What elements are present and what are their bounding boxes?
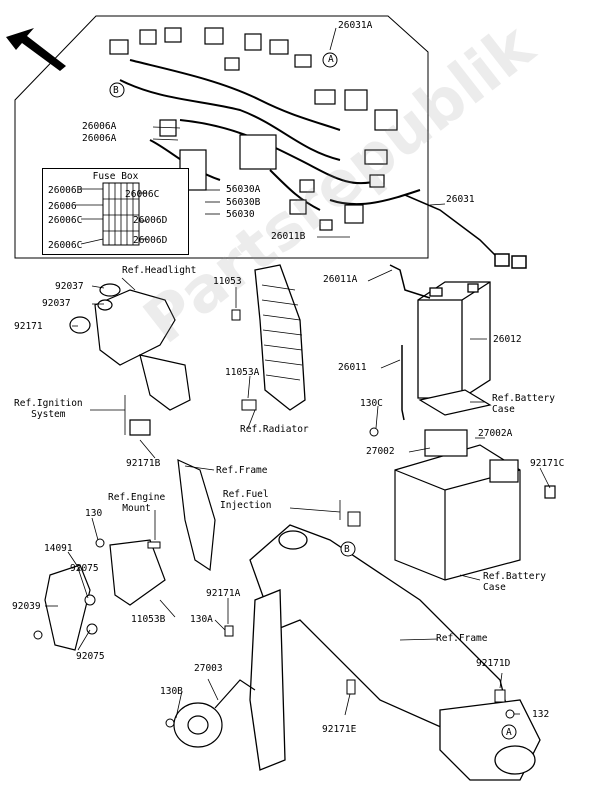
harness-connectors bbox=[109, 27, 398, 231]
ref-ignition-system: Ref.Ignition System bbox=[14, 398, 83, 420]
marker-a-top: A bbox=[328, 54, 334, 65]
label-26006A-1: 26006A bbox=[82, 121, 117, 132]
label-27002A: 27002A bbox=[478, 428, 513, 439]
ref-battery-case-1: Ref.Battery Case bbox=[492, 393, 555, 415]
sub-harness-26031 bbox=[404, 194, 527, 269]
label-26006B: 26006B bbox=[48, 185, 83, 196]
label-92037-1: 92037 bbox=[55, 281, 84, 292]
marker-circles bbox=[340, 541, 517, 740]
label-130C: 130C bbox=[360, 398, 383, 409]
ref-radiator: Ref.Radiator bbox=[240, 424, 309, 435]
label-130B: 130B bbox=[160, 686, 183, 697]
ignition-bracket bbox=[129, 354, 191, 436]
ref-frame-1: Ref.Frame bbox=[216, 465, 268, 476]
bolts bbox=[33, 427, 515, 728]
label-26006C-1: 26006C bbox=[125, 189, 160, 200]
label-92037-2: 92037 bbox=[42, 298, 71, 309]
label-26011: 26011 bbox=[338, 362, 367, 373]
label-92075-2: 92075 bbox=[76, 651, 105, 662]
label-130A: 130A bbox=[190, 614, 213, 625]
label-11053B: 11053B bbox=[131, 614, 166, 625]
label-26006: 26006 bbox=[48, 201, 77, 212]
ref-headlight: Ref.Headlight bbox=[122, 265, 197, 276]
label-26006D-2: 26006D bbox=[133, 235, 168, 246]
leader-lines bbox=[45, 27, 551, 719]
label-92039: 92039 bbox=[12, 601, 41, 612]
fuse-block-icon bbox=[75, 182, 147, 246]
label-92171A: 92171A bbox=[206, 588, 241, 599]
marker-b-bottom: B bbox=[344, 544, 350, 555]
label-14091: 14091 bbox=[44, 543, 73, 554]
frame-piece bbox=[177, 459, 216, 572]
label-26011A: 26011A bbox=[323, 274, 358, 285]
label-92171D: 92171D bbox=[476, 658, 511, 669]
label-11053A: 11053A bbox=[225, 367, 260, 378]
label-56030A: 56030A bbox=[226, 184, 261, 195]
label-92171: 92171 bbox=[14, 321, 43, 332]
label-92171B: 92171B bbox=[126, 458, 161, 469]
direction-arrow-icon bbox=[6, 28, 66, 71]
label-92075-1: 92075 bbox=[70, 563, 99, 574]
radiator-cover bbox=[254, 264, 306, 411]
ref-frame-2: Ref.Frame bbox=[436, 633, 488, 644]
label-26012: 26012 bbox=[493, 334, 522, 345]
label-26006C-2: 26006C bbox=[48, 215, 83, 226]
ref-fuel-injection: Ref.Fuel Injection bbox=[220, 489, 272, 511]
bracket-14091 bbox=[44, 539, 166, 651]
label-11053: 11053 bbox=[213, 276, 242, 287]
label-92171C: 92171C bbox=[530, 458, 565, 469]
headlight-bracket bbox=[69, 283, 176, 366]
label-26006D-1: 26006D bbox=[133, 215, 168, 226]
label-92171E: 92171E bbox=[322, 724, 357, 735]
ref-engine-mount: Ref.Engine Mount bbox=[108, 492, 166, 514]
label-130: 130 bbox=[85, 508, 103, 519]
label-27003: 27003 bbox=[194, 663, 223, 674]
marker-b-top: B bbox=[113, 85, 119, 96]
label-26031: 26031 bbox=[446, 194, 475, 205]
battery bbox=[417, 281, 491, 399]
horn bbox=[173, 679, 256, 748]
main-frame bbox=[249, 524, 541, 781]
fuse-box-inset: Fuse Box bbox=[42, 168, 189, 255]
harness-frame bbox=[14, 15, 429, 259]
label-26011B: 26011B bbox=[271, 231, 306, 242]
label-56030B: 56030B bbox=[226, 197, 261, 208]
label-56030: 56030 bbox=[226, 209, 255, 220]
label-26031A: 26031A bbox=[338, 20, 373, 31]
fuse-box-title: Fuse Box bbox=[92, 171, 139, 182]
label-26006C-3: 26006C bbox=[48, 240, 83, 251]
marker-a-bottom: A bbox=[506, 727, 512, 738]
label-26006A-2: 26006A bbox=[82, 133, 117, 144]
label-132: 132 bbox=[532, 709, 550, 720]
label-27002: 27002 bbox=[366, 446, 395, 457]
ref-battery-case-2: Ref.Battery Case bbox=[483, 571, 546, 593]
battery-case bbox=[394, 389, 556, 581]
